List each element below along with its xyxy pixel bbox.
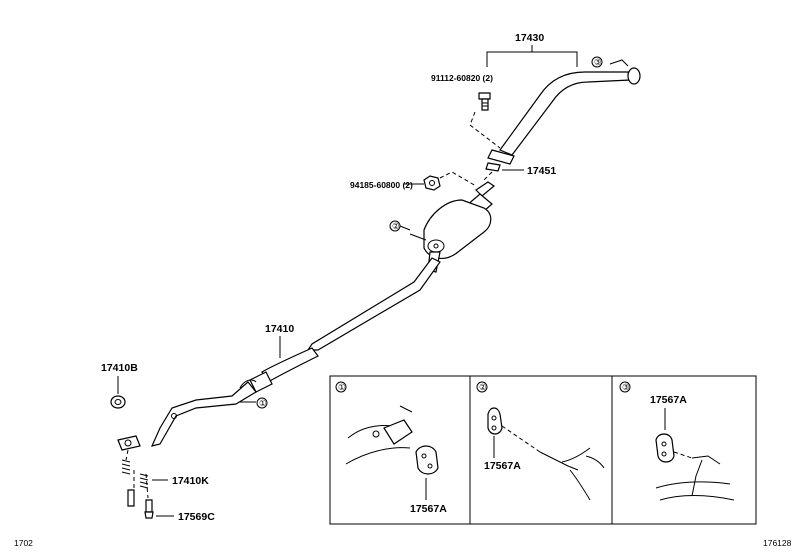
lower-bolt-icon (127, 489, 154, 519)
detail-box-1: ① 17567A (329, 375, 471, 525)
detail-part-1: 17567A (410, 503, 447, 515)
detail-part-2: 17567A (484, 460, 521, 472)
detail-box-3: ③ 17567A (611, 375, 757, 525)
part-label-17410k: 17410K (172, 475, 209, 487)
center-pipe (117, 257, 441, 451)
muffler (409, 181, 496, 273)
bolt-icon (478, 92, 491, 111)
footer-right: 176128 (763, 538, 792, 548)
gasket-icon (485, 162, 501, 172)
part-label-17430: 17430 (515, 32, 544, 44)
part-label-bolt: 91112-60820 (2) (431, 73, 493, 83)
label-bracket-17430 (486, 45, 578, 67)
detail-part-3: 17567A (650, 394, 687, 406)
callout-3: ③ (594, 57, 602, 67)
detail-marker-1: ① (338, 382, 346, 392)
detail-marker-3: ③ (622, 382, 630, 392)
detail-box-2: ② 17567A (469, 375, 613, 525)
part-label-17410b: 17410B (101, 362, 138, 374)
part-label-17410: 17410 (265, 323, 294, 335)
part-label-17451: 17451 (527, 165, 556, 177)
spring-icon (121, 459, 149, 489)
hanger-ring-icon (110, 395, 126, 409)
nut-icon (423, 175, 441, 191)
part-label-17569c: 17569C (178, 511, 215, 523)
tail-pipe (487, 59, 641, 165)
callout-1: ① (259, 398, 267, 408)
footer-left: 1702 (14, 538, 33, 548)
callout-2: ② (392, 221, 400, 231)
part-label-nut: 94185-60800 (2) (350, 180, 413, 190)
detail-marker-2: ② (479, 382, 487, 392)
